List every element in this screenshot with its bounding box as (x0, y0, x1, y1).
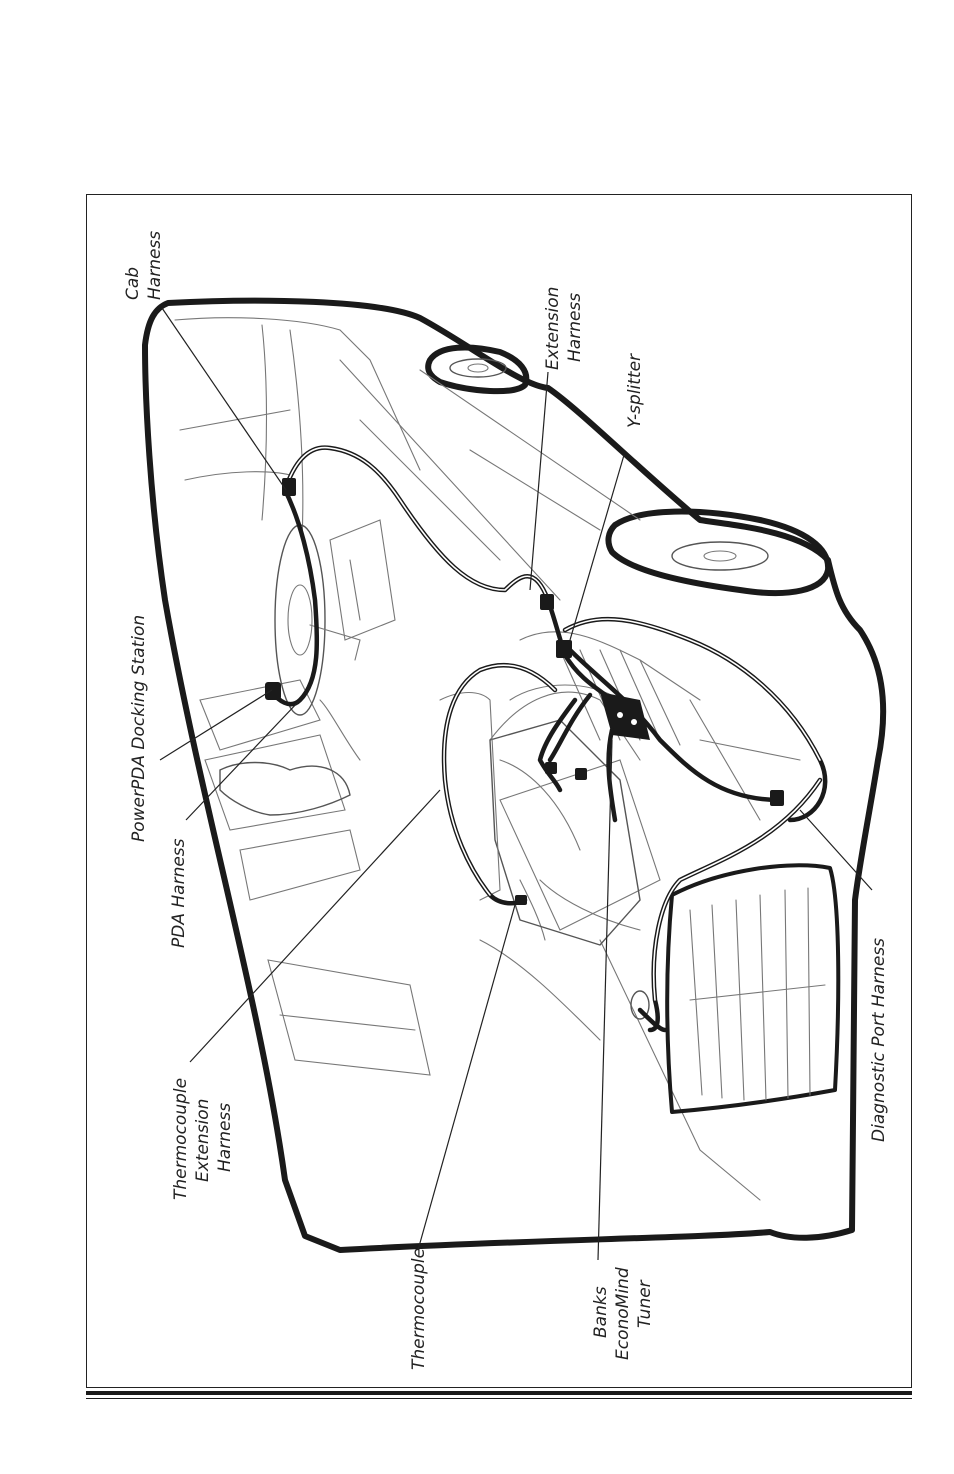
bottom-rule-thin (86, 1398, 912, 1399)
label-thermocouple: Thermocouple (409, 1248, 429, 1370)
label-cab-harness-2: Harness (145, 231, 165, 300)
label-y-splitter: Y-splitter (625, 353, 645, 428)
label-powerpda-docking-station: PowerPDA Docking Station (129, 615, 149, 842)
leader-lines (160, 308, 872, 1260)
label-thermocouple-extension-2: Extension (193, 1099, 213, 1182)
label-cab-harness-1: Cab (123, 267, 143, 300)
label-tuner-3: Tuner (635, 1279, 655, 1328)
label-diagnostic-port-harness: Diagnostic Port Harness (869, 938, 889, 1142)
label-economind-2: EconoMind (613, 1267, 633, 1360)
label-banks-1: Banks (591, 1286, 611, 1338)
label-extension-harness-2: Harness (565, 293, 585, 362)
label-extension-harness-1: Extension (543, 287, 563, 370)
label-pda-harness: PDA Harness (169, 838, 189, 948)
label-thermocouple-extension-1: Thermocouple (171, 1078, 191, 1200)
label-thermocouple-extension-3: Harness (215, 1103, 235, 1172)
harness-wiring (272, 448, 825, 1030)
bottom-rule (86, 1391, 912, 1395)
vehicle-outline (145, 301, 883, 1250)
vehicle-sketch-detail (175, 318, 838, 1200)
